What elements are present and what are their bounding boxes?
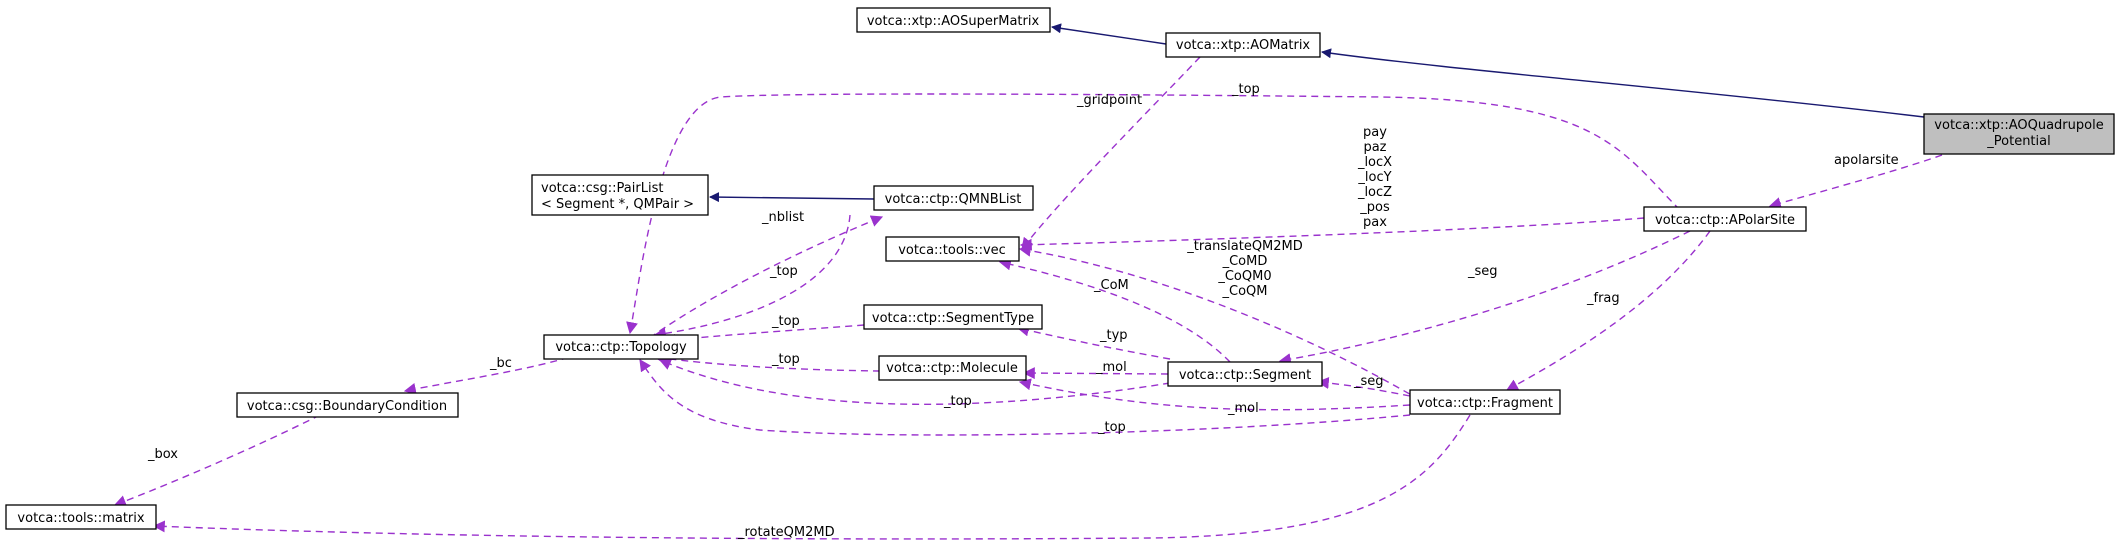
label-locy: _locY <box>1357 170 1391 185</box>
edge-qmnblist-to-pairlist <box>709 192 875 203</box>
label-mol-segment: _mol <box>1095 360 1127 375</box>
edge-seg-apolarsite <box>1278 230 1691 366</box>
node-aoquadrupole-label-1: votca::xtp::AOQuadrupole <box>1934 118 2103 133</box>
node-pairlist[interactable]: votca::csg::PairList < Segment *, QMPair… <box>531 174 709 216</box>
label-bc: _bc <box>489 356 512 371</box>
edge-aoquadrupole-to-aomatrix <box>1321 48 1925 118</box>
node-qmnblist[interactable]: votca::ctp::QMNBList <box>873 185 1034 211</box>
label-locx: _locX <box>1357 155 1392 170</box>
node-segmenttype[interactable]: votca::ctp::SegmentType <box>863 304 1043 330</box>
label-translate-group: _translateQM2MD _CoMD _CoQM0 _CoQM <box>1186 239 1303 299</box>
node-apolarsite-label: votca::ctp::APolarSite <box>1655 213 1795 228</box>
label-mol-fragment: _mol <box>1227 401 1259 416</box>
label-gridpoint: _gridpoint <box>1076 93 1142 108</box>
label-pos-group: pay paz _locX _locY _locZ _pos pax <box>1357 125 1392 230</box>
node-molecule[interactable]: votca::ctp::Molecule <box>878 355 1027 381</box>
edge-mol-segment <box>1022 367 1169 380</box>
label-paz: paz <box>1363 140 1386 155</box>
edge-com <box>998 258 1231 363</box>
node-qmnblist-label: votca::ctp::QMNBList <box>885 192 1022 207</box>
edge-aomatrix-to-aosupermatrix <box>1051 23 1167 45</box>
edge-rotate <box>152 414 1471 540</box>
label-top-qmnblist: _top <box>769 264 798 279</box>
label-rotate: _rotateQM2MD <box>737 525 835 540</box>
label-pax: pax <box>1363 215 1387 230</box>
label-top-segmenttype: _top <box>771 314 800 329</box>
node-fragment[interactable]: votca::ctp::Fragment <box>1409 389 1561 415</box>
label-top-segment: _top <box>943 394 972 409</box>
node-boundarycondition[interactable]: votca::csg::BoundaryCondition <box>236 392 459 418</box>
node-aomatrix[interactable]: votca::xtp::AOMatrix <box>1165 32 1321 58</box>
node-matrix-label: votca::tools::matrix <box>17 511 144 526</box>
edge-bc <box>403 353 581 395</box>
edge-pos-group <box>1019 217 1645 251</box>
label-pos: _pos <box>1359 200 1390 215</box>
label-translateqm2md: _translateQM2MD <box>1186 239 1303 254</box>
label-seg-apolarsite: _seg <box>1467 264 1498 279</box>
label-apolarsite: apolarsite <box>1834 153 1899 168</box>
edge-typ <box>1016 324 1171 360</box>
node-pairlist-label-2: < Segment *, QMPair > <box>541 197 694 212</box>
edge-apolarsite <box>1768 154 1943 209</box>
node-segment-label: votca::ctp::Segment <box>1179 368 1311 383</box>
node-segmenttype-label: votca::ctp::SegmentType <box>872 311 1034 326</box>
edge-frag <box>1505 230 1711 391</box>
node-pairlist-label-1: votca::csg::PairList <box>541 181 663 196</box>
label-frag: _frag <box>1586 291 1620 306</box>
label-com: _CoM <box>1093 278 1129 293</box>
label-top-apolarsite: _top <box>1231 82 1260 97</box>
node-aosupermatrix-label: votca::xtp::AOSuperMatrix <box>867 14 1040 29</box>
node-boundarycondition-label: votca::csg::BoundaryCondition <box>247 399 447 414</box>
node-fragment-label: votca::ctp::Fragment <box>1417 396 1553 411</box>
edge-top-apolarsite <box>626 93 1681 335</box>
nodes: votca::xtp::AOSuperMatrix votca::xtp::AO… <box>5 7 2115 530</box>
edge-translate-group <box>1018 244 1421 401</box>
node-aosupermatrix[interactable]: votca::xtp::AOSuperMatrix <box>856 7 1051 33</box>
label-top-fragment: _top <box>1097 420 1126 435</box>
label-nblist: _nblist <box>761 210 804 225</box>
node-vec-label: votca::tools::vec <box>898 243 1006 258</box>
label-seg-fragment: _seg <box>1353 374 1384 389</box>
label-box: _box <box>147 447 178 462</box>
node-aoquadrupole-potential[interactable]: votca::xtp::AOQuadrupole _Potential <box>1923 113 2115 155</box>
node-vec[interactable]: votca::tools::vec <box>885 236 1020 262</box>
edge-top-segment <box>658 358 1171 405</box>
edge-box <box>113 414 321 507</box>
node-matrix[interactable]: votca::tools::matrix <box>5 504 157 530</box>
edge-top-molecule <box>653 352 881 372</box>
node-aomatrix-label: votca::xtp::AOMatrix <box>1176 38 1311 53</box>
node-apolarsite[interactable]: votca::ctp::APolarSite <box>1643 206 1807 232</box>
label-locz: _locZ <box>1357 185 1392 200</box>
label-typ: _typ <box>1099 328 1128 343</box>
label-coqm: _CoQM <box>1222 284 1268 299</box>
edge-top-segmenttype <box>663 324 865 346</box>
edge-mol-fragment <box>1018 378 1411 411</box>
edge-top-fragment <box>639 359 1411 436</box>
label-coqm0: _CoQM0 <box>1217 269 1271 284</box>
node-segment[interactable]: votca::ctp::Segment <box>1167 361 1323 387</box>
label-pay: pay <box>1363 125 1387 140</box>
node-topology[interactable]: votca::ctp::Topology <box>543 334 699 360</box>
label-comd: _CoMD <box>1222 254 1268 269</box>
node-aoquadrupole-label-2: _Potential <box>1986 134 2050 149</box>
node-molecule-label: votca::ctp::Molecule <box>886 361 1018 376</box>
edge-gridpoint <box>1021 56 1201 250</box>
label-top-molecule: _top <box>771 352 800 367</box>
edge-labels: _gridpoint _top apolarsite pay paz _locX… <box>147 82 1899 540</box>
edges <box>113 23 1943 540</box>
edge-top-qmnblist <box>653 214 851 340</box>
node-topology-label: votca::ctp::Topology <box>555 340 687 355</box>
